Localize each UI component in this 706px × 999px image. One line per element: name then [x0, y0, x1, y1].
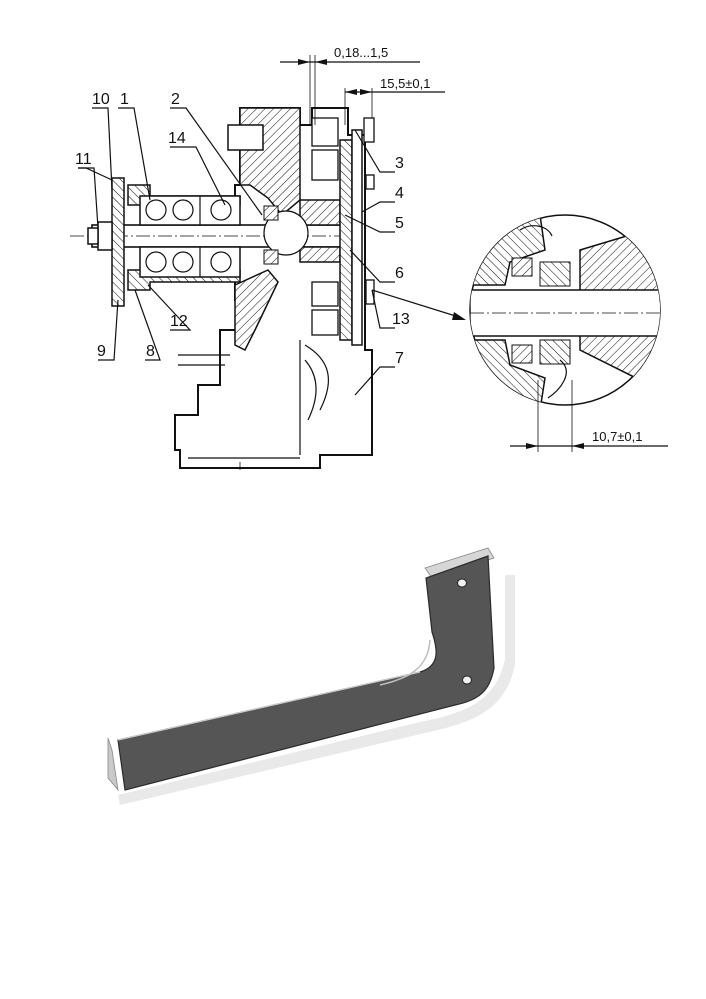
bearings-top — [139, 195, 241, 226]
wrench-template-face — [117, 555, 495, 791]
dimension-detail-label: 10,7±0,1 — [592, 429, 643, 444]
callout-10: 10 — [92, 91, 110, 108]
callout-14: 14 — [168, 130, 186, 147]
detail-view: 10,7±0,1 — [469, 214, 668, 452]
callout-9: 9 — [97, 343, 106, 360]
hole-top — [457, 578, 467, 588]
callout-13: 13 — [392, 311, 410, 328]
callout-5: 5 — [395, 215, 404, 232]
dimension-offset-label: 15,5±0,1 — [380, 76, 431, 91]
callout-6: 6 — [395, 265, 404, 282]
callout-4: 4 — [395, 185, 404, 202]
dimension-gap: 0,18...1,5 — [280, 45, 420, 125]
leaders — [78, 107, 466, 396]
callout-1: 1 — [120, 91, 129, 108]
callout-2: 2 — [171, 91, 180, 108]
wrench-template-photo — [70, 540, 540, 805]
callout-11: 11 — [75, 151, 92, 168]
pump-section-view — [70, 107, 375, 470]
bearings-bottom — [139, 246, 241, 278]
dimension-offset: 15,5±0,1 — [344, 76, 445, 125]
dimension-gap-label: 0,18...1,5 — [334, 45, 388, 60]
callout-3: 3 — [395, 155, 404, 172]
hole-bottom — [462, 675, 472, 685]
callout-7: 7 — [395, 350, 404, 367]
callout-8: 8 — [146, 343, 155, 360]
callout-12: 12 — [170, 313, 188, 330]
